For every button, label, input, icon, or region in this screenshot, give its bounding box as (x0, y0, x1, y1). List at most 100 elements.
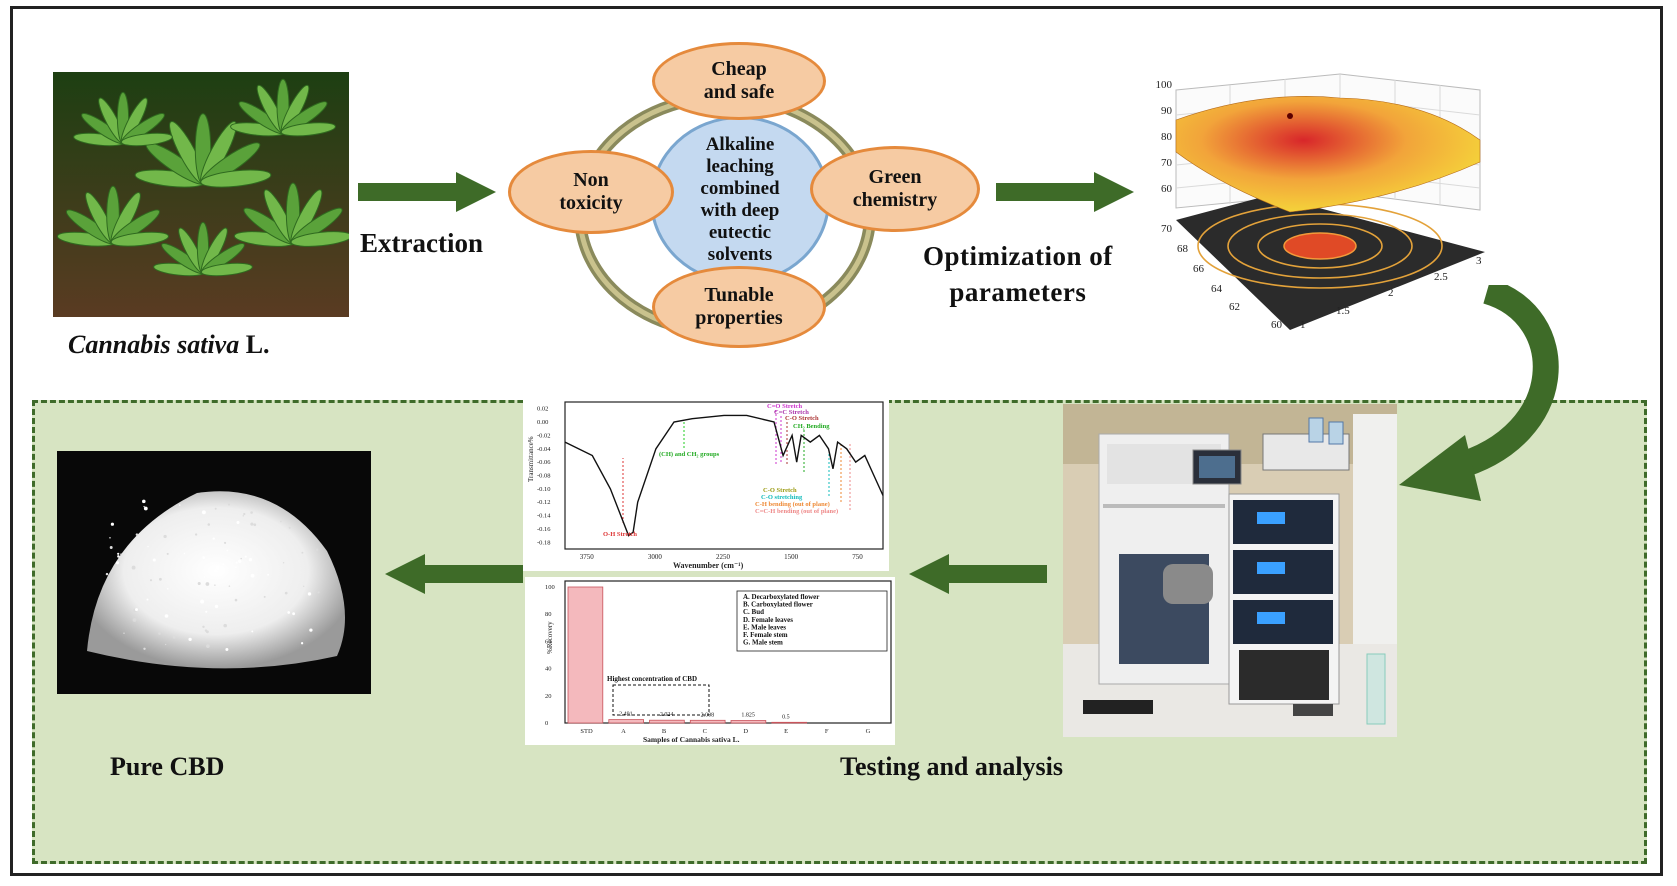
optimization-label: Optimization of parameters (923, 238, 1113, 311)
crystal-speck (248, 558, 253, 562)
crystal-speck (205, 610, 208, 613)
crystal-speck (152, 558, 156, 562)
bar-ytick: 60 (545, 638, 552, 645)
curved-arrow-icon (1399, 285, 1559, 501)
pure-cbd-label: Pure CBD (110, 752, 225, 781)
ftir-ytick: 0.00 (537, 419, 548, 426)
crystal-speck (164, 614, 169, 618)
crystal-speck (117, 555, 120, 558)
crystal-speck (183, 552, 186, 555)
crystal-speck (165, 643, 167, 646)
bar (567, 586, 604, 724)
crystal-speck (238, 559, 242, 563)
ftir-ytick: -0.18 (537, 539, 551, 546)
bar-value-label: 2.491 (619, 712, 633, 718)
crystal-speck (235, 561, 238, 564)
crystal-speck (204, 629, 208, 632)
crystal-speck (284, 591, 288, 595)
ftir-annotation: C=C-H bending (out of plane) (755, 508, 838, 515)
z-tick: 90 (1161, 105, 1173, 117)
crystal-speck (317, 577, 319, 579)
bar-legend-item: A. Decarboxylated flower (743, 593, 819, 601)
bar-xtick: A (621, 728, 626, 735)
center-ellipse: Alkaline leaching combined with deep eut… (650, 116, 830, 284)
bar-xlabel: Samples of Cannabis sativa L. (643, 735, 740, 744)
bar-xtick: STD (580, 728, 593, 735)
crystal-speck (302, 585, 305, 588)
z-tick: 70 (1161, 157, 1173, 169)
bar-xtick: G (866, 728, 871, 735)
ftir-ytick: -0.10 (537, 486, 551, 493)
right-arrow-icon (358, 172, 496, 212)
crystal-speck (215, 565, 220, 570)
bar-legend-item: D. Female leaves (743, 616, 793, 624)
species-suffix: L. (239, 330, 270, 359)
testing-label: Testing and analysis (840, 752, 1064, 781)
bar-legend-item: B. Carboxylated flower (743, 601, 813, 609)
center-line: solvents (707, 243, 773, 265)
crystal-speck (203, 576, 206, 578)
crystal-speck (212, 537, 215, 540)
recovery-bar-chart: %Recovery Samples of Cannabis sativa L. … (525, 577, 895, 745)
left-arrow-icon (909, 554, 1047, 594)
ftir-xtick: 750 (852, 553, 863, 561)
x-tick: 2 (1388, 287, 1394, 299)
crystal-speck (202, 556, 206, 559)
bar-annotation-box (612, 684, 710, 716)
crystal-speck (280, 520, 282, 523)
bar-legend-item: E. Male leaves (743, 623, 786, 631)
crystal-speck (194, 533, 198, 536)
crystal-speck (307, 592, 312, 596)
crystal-speck (240, 557, 242, 560)
crystal-speck (120, 553, 123, 556)
x-tick: 1 (1300, 319, 1306, 331)
center-ellipse-text: Alkaline leaching combined with deep eut… (700, 134, 779, 265)
leaf-icon (233, 182, 349, 247)
crystal-speck (105, 572, 109, 576)
ftir-ytick: 0.02 (537, 406, 548, 413)
oval-line: Cheap (711, 58, 767, 80)
pure-cbd-photo (57, 451, 371, 694)
center-line: with deep (700, 200, 780, 221)
ftir-ylabel: Transmittance% (527, 436, 535, 482)
species-name: Cannabis sativa (68, 330, 240, 359)
crystal-speck (317, 591, 320, 594)
ftir-annotation: CH₂ Bending (793, 423, 830, 430)
figure-frame (10, 6, 1663, 876)
crystal-speck (132, 618, 137, 622)
crystal-speck (179, 504, 181, 506)
x-tick: 3 (1476, 255, 1482, 267)
ftir-annotation: O-H Stretch (603, 531, 637, 538)
crystal-speck (205, 582, 210, 586)
ftir-xtick: 3000 (648, 553, 663, 561)
leaf-icon (56, 185, 170, 247)
crystal-speck (147, 545, 149, 548)
y-tick: 64 (1211, 283, 1223, 295)
ftir-annotation: (CH) and CH₂ groups (659, 451, 720, 458)
crystal-speck (167, 588, 169, 590)
crystal-speck (226, 549, 229, 552)
center-line: eutectic (708, 221, 772, 243)
crystal-speck (200, 599, 205, 604)
crystal-speck (250, 511, 253, 514)
bar-ytick: 0 (545, 720, 548, 727)
ftir-ytick: -0.04 (537, 446, 551, 453)
bar-legend-item: C. Bud (743, 608, 764, 616)
bar-annotation: Highest concentration of CBD (607, 675, 697, 683)
bar-ytick: 80 (545, 611, 552, 618)
crystal-speck (235, 566, 237, 568)
bar (730, 720, 767, 724)
crystal-speck (109, 546, 113, 549)
ftir-annotation: C-O Stretch (785, 415, 819, 422)
crystal-speck (142, 499, 146, 504)
oval-line: chemistry (852, 189, 938, 211)
bar-value-label: 2.024 (660, 712, 674, 718)
z-tick: 100 (1156, 79, 1173, 91)
y-tick: 66 (1193, 263, 1205, 275)
crystal-speck (117, 552, 120, 555)
crystal-speck (250, 573, 255, 578)
crystal-speck (206, 644, 210, 648)
bar-legend-item: G. Male stem (743, 639, 783, 647)
